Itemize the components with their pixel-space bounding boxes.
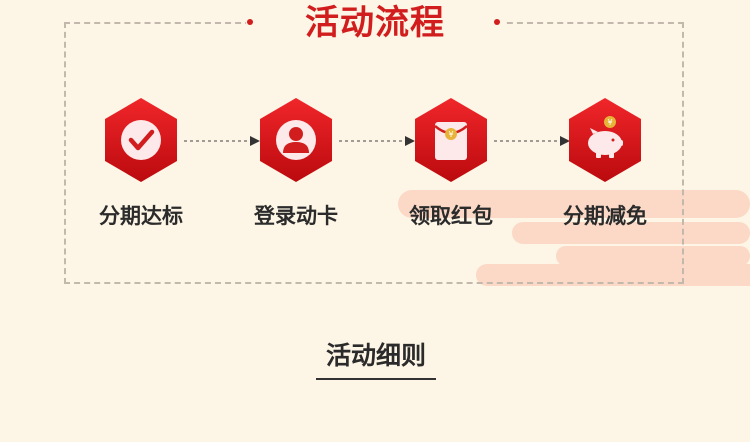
red-envelope-icon: ¥ [415, 98, 487, 182]
rules-title-link[interactable]: 活动细则 [316, 336, 436, 380]
arrow-right-icon [494, 136, 570, 146]
arrow-right-icon [339, 136, 415, 146]
piggy-bank-icon: ¥ [569, 98, 641, 182]
cloud-decoration [512, 222, 750, 244]
svg-text:¥: ¥ [448, 130, 453, 139]
section-title: 活动流程 [305, 3, 445, 43]
arrow-right-icon [184, 136, 260, 146]
cloud-decoration [476, 264, 750, 286]
step-label: 登录动卡 [254, 204, 338, 228]
title-dot-right [494, 19, 500, 25]
cloud-decoration [398, 190, 750, 218]
svg-text:¥: ¥ [607, 118, 612, 127]
step-label: 分期达标 [99, 204, 183, 228]
title-dot-left [247, 19, 253, 25]
step-label: 领取红包 [409, 204, 493, 228]
cloud-decoration [556, 246, 750, 266]
user-avatar-icon [260, 98, 332, 182]
check-circle-icon [105, 98, 177, 182]
step-label: 分期减免 [563, 204, 647, 228]
